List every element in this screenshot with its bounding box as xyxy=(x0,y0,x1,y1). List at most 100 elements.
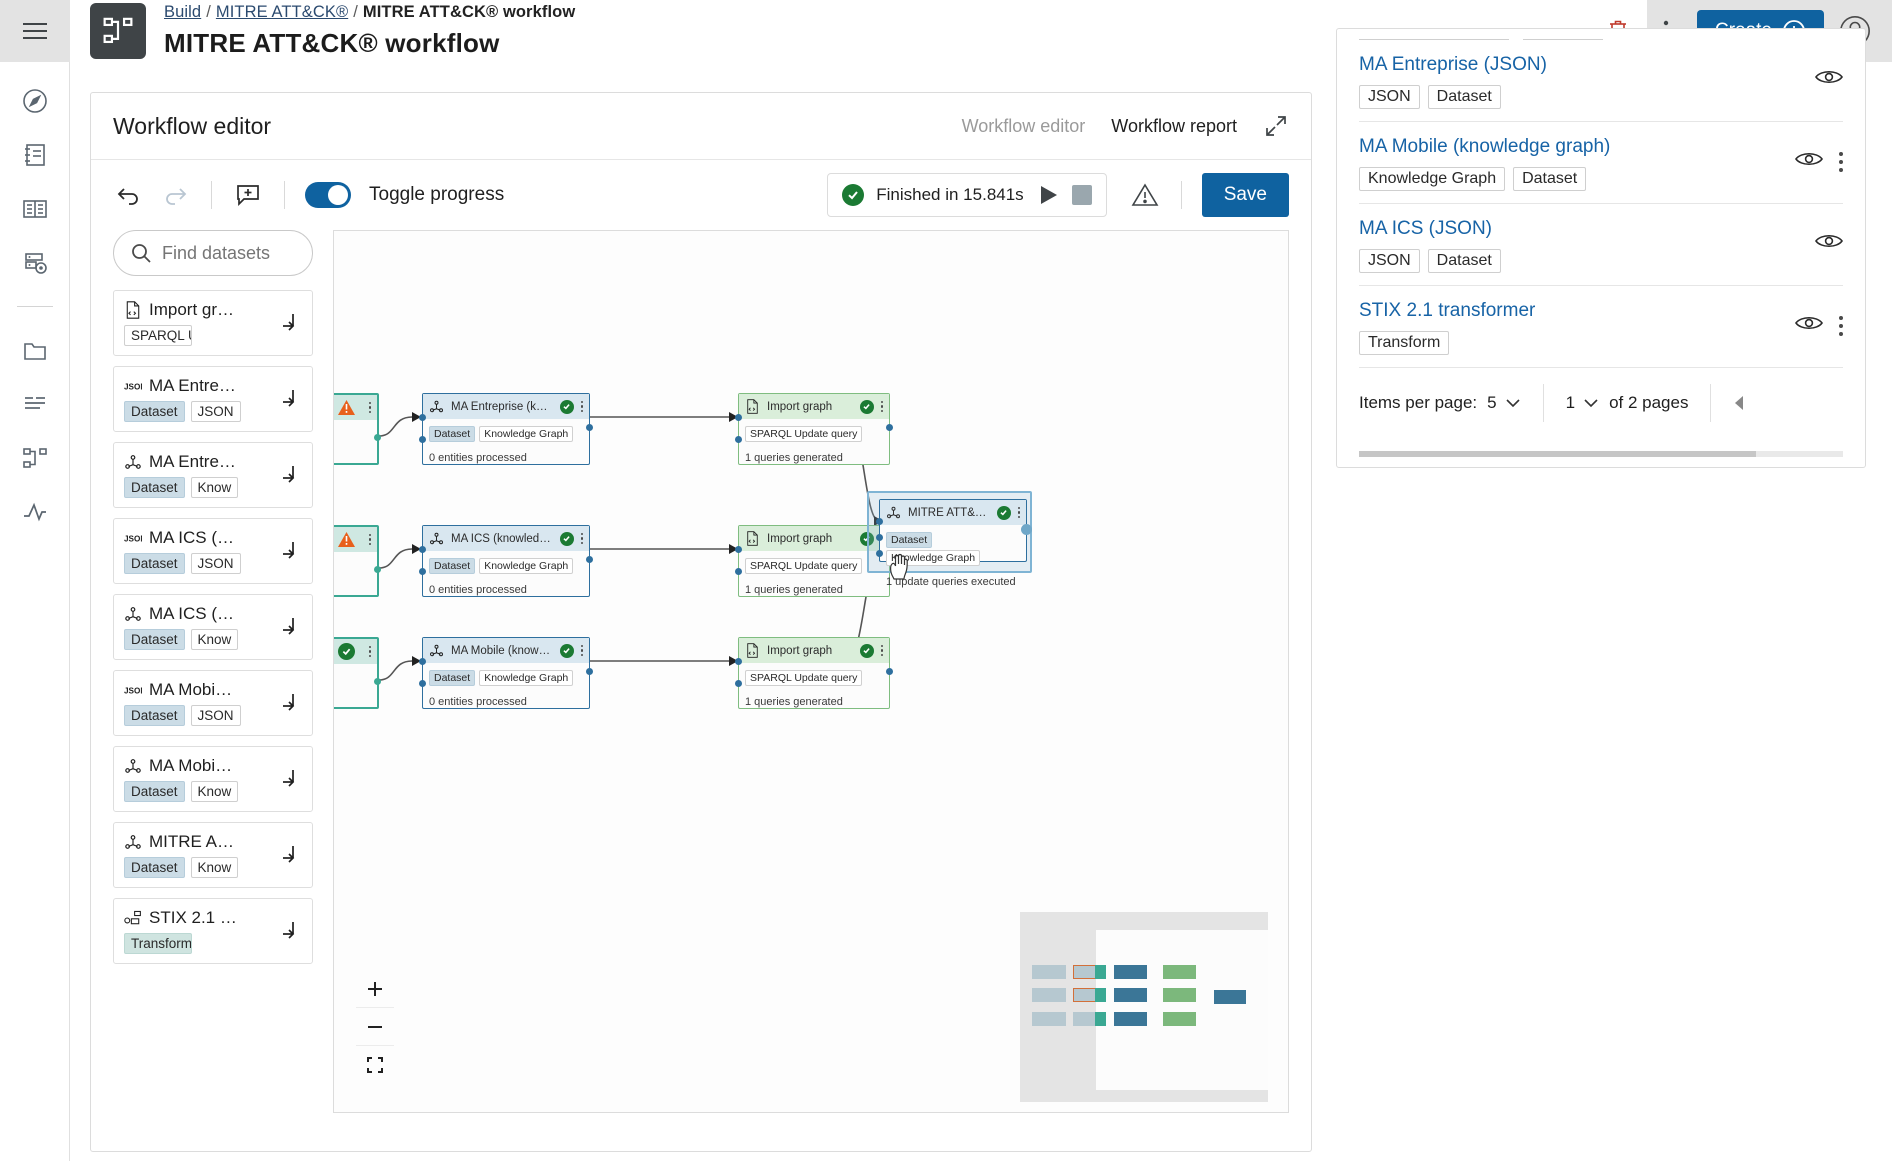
input-port[interactable] xyxy=(735,414,742,421)
output-port[interactable] xyxy=(586,424,593,431)
input-port[interactable] xyxy=(876,550,883,557)
report-row-name[interactable]: MA Entreprise (JSON) xyxy=(1359,54,1547,75)
input-port[interactable] xyxy=(419,680,426,687)
input-port[interactable] xyxy=(419,546,426,553)
undo-button[interactable] xyxy=(113,179,145,211)
breadcrumb-item-mitre[interactable]: MITRE ATT&CK® xyxy=(215,3,349,21)
sidebar-item-files[interactable] xyxy=(18,333,52,367)
node-menu-button[interactable] xyxy=(368,533,371,546)
fit-to-screen-button[interactable] xyxy=(356,1046,394,1084)
preview-button[interactable] xyxy=(1795,314,1823,337)
search-input[interactable] xyxy=(162,242,282,264)
sidebar-item-metrics[interactable] xyxy=(18,495,52,529)
tab-workflow-editor[interactable]: Workflow editor xyxy=(961,115,1086,136)
workflow-canvas[interactable]: MA Entreprise (knowle…DatasetKnowledge G… xyxy=(333,230,1289,1113)
panel-horizontal-scrollbar[interactable] xyxy=(1359,451,1843,457)
palette-item[interactable]: STIX 2.1 …Transform xyxy=(113,898,313,964)
input-port[interactable] xyxy=(735,680,742,687)
output-port[interactable] xyxy=(886,424,893,431)
source-node-warning-2[interactable] xyxy=(334,525,381,597)
palette-item-add-button[interactable] xyxy=(276,616,302,638)
breadcrumb-item-build[interactable]: Build xyxy=(164,3,202,21)
node-menu-button[interactable] xyxy=(368,645,371,658)
redo-button[interactable] xyxy=(159,179,191,211)
output-port[interactable] xyxy=(886,668,893,675)
sidebar-item-data-catalog[interactable] xyxy=(18,246,52,280)
input-port[interactable] xyxy=(419,436,426,443)
input-port[interactable] xyxy=(876,534,883,541)
source-node-ok-3[interactable] xyxy=(334,637,381,709)
node-n1[interactable]: MA Entreprise (knowle…DatasetKnowledge G… xyxy=(419,393,593,465)
tab-workflow-report[interactable]: Workflow report xyxy=(1111,115,1237,136)
node-menu-button[interactable] xyxy=(580,644,583,657)
output-port[interactable] xyxy=(586,556,593,563)
node-n2[interactable]: MA ICS (knowledge gr…DatasetKnowledge Gr… xyxy=(419,525,593,597)
palette-item-add-button[interactable] xyxy=(276,540,302,562)
node-menu-button[interactable] xyxy=(1017,506,1020,519)
canvas-minimap[interactable] xyxy=(1020,912,1268,1102)
save-button[interactable]: Save xyxy=(1201,173,1289,217)
output-port[interactable] xyxy=(374,678,381,685)
sidebar-item-vocabulary[interactable] xyxy=(18,192,52,226)
node-menu-button[interactable] xyxy=(880,644,883,657)
input-port[interactable] xyxy=(735,546,742,553)
scrollbar-thumb[interactable] xyxy=(1359,451,1756,457)
report-row-name[interactable]: STIX 2.1 transformer xyxy=(1359,300,1536,321)
sidebar-item-explore[interactable] xyxy=(18,84,52,118)
source-node-warning-1[interactable] xyxy=(334,393,381,465)
stop-square-icon[interactable] xyxy=(1071,185,1092,205)
preview-button[interactable] xyxy=(1815,232,1843,255)
page-select[interactable]: 1 xyxy=(1566,393,1599,413)
node-menu-button[interactable] xyxy=(880,400,883,413)
items-per-page-select[interactable]: 5 xyxy=(1487,393,1520,413)
report-row-name[interactable]: MA ICS (JSON) xyxy=(1359,218,1493,239)
node-menu-button[interactable] xyxy=(368,401,371,414)
hamburger-menu-button[interactable] xyxy=(0,0,70,62)
input-port[interactable] xyxy=(735,568,742,575)
palette-item[interactable]: Import gr…SPARQL Upd… xyxy=(113,290,313,356)
add-comment-button[interactable] xyxy=(232,179,264,211)
output-port[interactable] xyxy=(1021,524,1032,535)
palette-item-add-button[interactable] xyxy=(276,312,302,334)
palette-item-add-button[interactable] xyxy=(276,692,302,714)
palette-item-add-button[interactable] xyxy=(276,844,302,866)
workflow-warning-button[interactable] xyxy=(1129,179,1161,211)
palette-item-add-button[interactable] xyxy=(276,388,302,410)
input-port[interactable] xyxy=(419,658,426,665)
play-triangle-icon[interactable] xyxy=(1036,183,1060,207)
input-port[interactable] xyxy=(735,658,742,665)
input-port[interactable] xyxy=(419,414,426,421)
zoom-out-button[interactable] xyxy=(356,1008,394,1046)
report-row-name[interactable]: MA Mobile (knowledge graph) xyxy=(1359,136,1611,157)
node-n3[interactable]: MA Mobile (knowledg…DatasetKnowledge Gra… xyxy=(419,637,593,709)
preview-button[interactable] xyxy=(1815,68,1843,91)
preview-button[interactable] xyxy=(1795,150,1823,173)
sidebar-item-notebook[interactable] xyxy=(18,138,52,172)
search-datasets-box[interactable] xyxy=(113,230,313,276)
input-port[interactable] xyxy=(419,568,426,575)
input-port[interactable] xyxy=(876,518,883,525)
output-port[interactable] xyxy=(374,566,381,573)
node-menu-button[interactable] xyxy=(580,532,583,545)
output-port[interactable] xyxy=(374,434,381,441)
output-port[interactable] xyxy=(586,668,593,675)
sidebar-item-tasks[interactable] xyxy=(18,387,52,421)
sidebar-item-workflows[interactable] xyxy=(18,441,52,475)
prev-page-button[interactable] xyxy=(1711,395,1767,411)
palette-item-add-button[interactable] xyxy=(276,920,302,942)
report-row-menu-button[interactable] xyxy=(1839,151,1843,172)
toggle-progress-switch[interactable] xyxy=(305,182,351,208)
palette-item-add-button[interactable] xyxy=(276,768,302,790)
zoom-in-button[interactable] xyxy=(356,970,394,1008)
node-mitre-attack-output[interactable]: MITRE ATT&CK® (kno… DatasetKnowledge Gra… xyxy=(876,499,1032,588)
